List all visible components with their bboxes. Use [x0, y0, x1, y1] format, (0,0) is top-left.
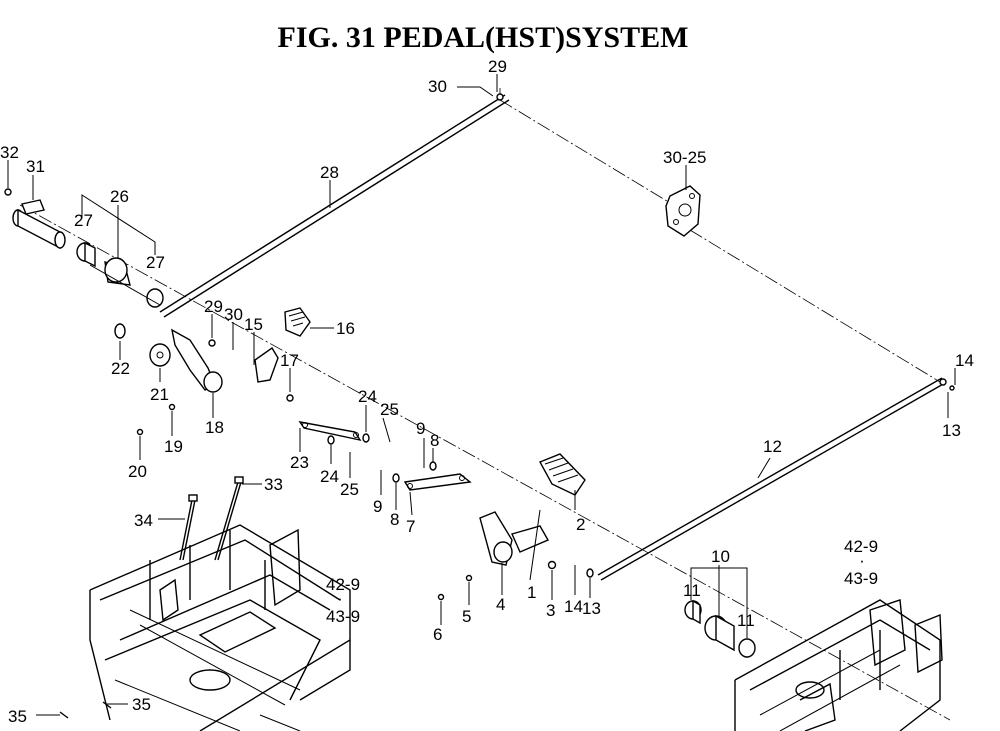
label-10: 10: [711, 547, 730, 566]
collars-27-26: [76, 241, 164, 308]
label-dot-left: ·: [337, 589, 343, 608]
label-3: 3: [546, 601, 555, 620]
label-27-left: 27: [74, 211, 93, 230]
rod-12: [597, 377, 955, 581]
label-13-center: 13: [582, 599, 601, 618]
label-14-right: 14: [955, 351, 974, 370]
label-9-upper: 9: [416, 419, 425, 438]
frame-left: [89, 524, 351, 731]
label-28: 28: [320, 163, 339, 182]
label-42-9-right: 42-9: [844, 537, 878, 556]
label-42-9-left: 42-9: [326, 575, 360, 594]
collars-10-11: [684, 599, 756, 658]
label-12: 12: [763, 437, 782, 456]
label-34: 34: [134, 511, 153, 530]
label-15: 15: [244, 315, 263, 334]
label-11-left: 11: [683, 581, 701, 600]
label-8-lower: 8: [390, 510, 399, 529]
pins-35: [59, 701, 112, 719]
label-5: 5: [462, 607, 471, 626]
figure-title: FIG. 31 PEDAL(HST)SYSTEM: [278, 21, 689, 54]
pin-31: [4, 188, 66, 250]
label-33: 33: [264, 475, 283, 494]
frame-right: [734, 599, 943, 731]
label-35-right: 35: [132, 695, 151, 714]
label-31: 31: [26, 157, 45, 176]
label-16: 16: [336, 319, 355, 338]
label-30-25: 30-25: [663, 148, 706, 167]
label-30-mid: 30: [224, 305, 243, 324]
link-23: [298, 421, 370, 445]
label-18: 18: [205, 418, 224, 437]
label-43-9-left: 43-9: [326, 607, 360, 626]
label-25-lower: 25: [340, 480, 359, 499]
label-19: 19: [164, 437, 183, 456]
label-20: 20: [128, 462, 147, 481]
label-17: 17: [280, 351, 299, 370]
label-29-mid: 29: [204, 297, 223, 316]
label-2: 2: [576, 515, 585, 534]
label-7: 7: [406, 517, 415, 536]
label-6: 6: [433, 625, 442, 644]
centerlines: [19, 88, 951, 721]
label-24-lower: 24: [320, 467, 339, 486]
label-14-center: 14: [564, 597, 583, 616]
label-27-right: 27: [146, 253, 165, 272]
label-4: 4: [496, 595, 505, 614]
rod-28: [159, 93, 510, 318]
label-9-lower: 9: [373, 497, 382, 516]
label-23: 23: [290, 453, 309, 472]
label-29-top: 29: [488, 57, 507, 76]
label-24-upper: 24: [358, 387, 377, 406]
label-35-left: 35: [8, 707, 27, 726]
pedal-2: [437, 453, 594, 601]
label-30-top: 30: [428, 77, 447, 96]
link-7: [392, 461, 472, 491]
part-labels: 29 30 30-25 32 31 26 27 27 28 29 30 15 1…: [0, 57, 974, 726]
label-13-right: 13: [942, 421, 961, 440]
pedal-16: [208, 307, 311, 402]
label-8-upper: 8: [430, 431, 439, 450]
pedal-arm-18: [114, 323, 223, 436]
bracket-30-25: [665, 185, 701, 237]
label-22: 22: [111, 359, 130, 378]
label-21: 21: [150, 385, 169, 404]
label-dot-right: ·: [859, 551, 865, 570]
label-26: 26: [110, 187, 129, 206]
label-43-9-right: 43-9: [844, 569, 878, 588]
label-32: 32: [0, 143, 19, 162]
label-11-right: 11: [737, 611, 755, 630]
label-1: 1: [527, 583, 536, 602]
leader-lines: [7, 74, 956, 716]
label-25-upper: 25: [380, 400, 399, 419]
